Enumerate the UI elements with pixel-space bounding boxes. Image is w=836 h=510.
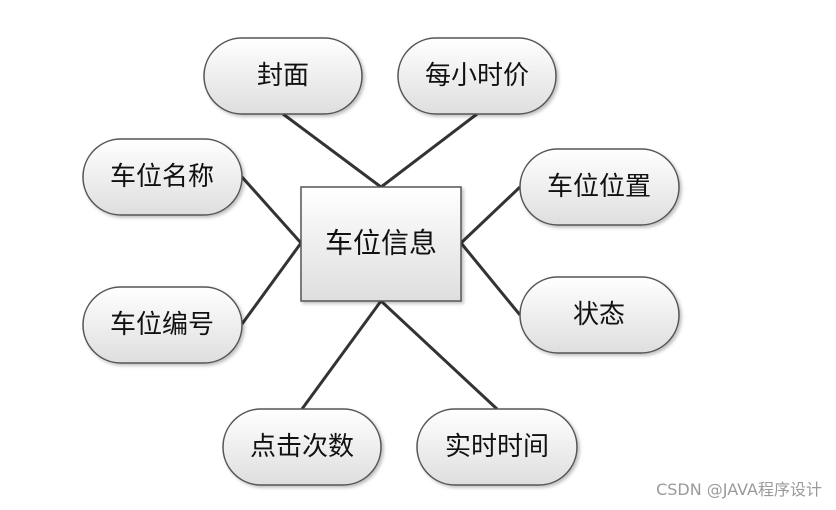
attribute-box — [416, 408, 578, 486]
attribute-label: 车位编号 — [110, 310, 214, 340]
connector-hourly-price — [380, 112, 478, 189]
attribute-cover: 封面 — [203, 37, 363, 115]
watermark: CSDN @JAVA程序设计 — [656, 480, 822, 499]
entity-label: 车位信息 — [325, 227, 437, 260]
attribute-label: 车位名称 — [110, 162, 214, 192]
attribute-label: 车位位置 — [547, 172, 651, 202]
attribute-spot-name: 车位名称 — [82, 138, 243, 216]
attribute-label: 封面 — [257, 61, 309, 91]
attribute-spot-number: 车位编号 — [82, 286, 243, 364]
attribute-click-count: 点击次数 — [222, 408, 382, 486]
connectors — [240, 112, 522, 411]
attribute-box — [222, 408, 382, 486]
attribute-box — [519, 148, 680, 226]
attribute-real-time: 实时时间 — [416, 408, 578, 486]
entity-parking-spot-info: 车位信息 — [300, 186, 462, 302]
attribute-label: 点击次数 — [250, 432, 354, 462]
attribute-label: 实时时间 — [445, 432, 549, 462]
connector-spot-location — [459, 185, 522, 245]
connector-cover — [282, 112, 382, 189]
entity-box — [300, 186, 462, 302]
attribute-hourly-price: 每小时价 — [397, 37, 557, 115]
attribute-spot-location: 车位位置 — [519, 148, 680, 226]
attribute-box — [203, 37, 363, 115]
connector-spot-number — [240, 242, 303, 325]
connector-click-count — [300, 300, 383, 410]
connector-status — [459, 242, 522, 316]
attribute-box — [82, 286, 243, 364]
attribute-box — [82, 138, 243, 216]
attribute-label: 状态 — [573, 300, 625, 330]
attribute-status: 状态 — [519, 276, 680, 354]
attribute-label: 每小时价 — [425, 61, 529, 91]
attribute-box — [519, 276, 680, 354]
connector-spot-name — [240, 176, 303, 244]
attribute-box — [397, 37, 557, 115]
connector-real-time — [379, 299, 499, 411]
